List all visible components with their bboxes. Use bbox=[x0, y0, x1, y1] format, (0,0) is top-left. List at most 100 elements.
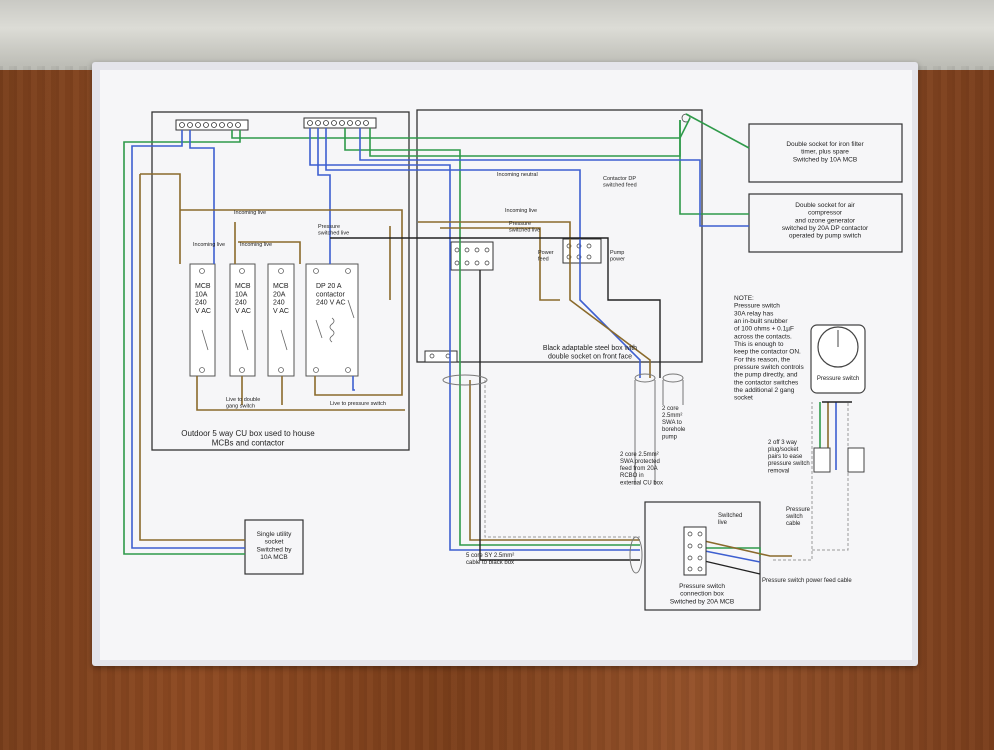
text-line: the additional 2 gang bbox=[734, 387, 795, 394]
plug-socket-pairs bbox=[813, 447, 865, 473]
earth-terminal-screws bbox=[307, 120, 369, 126]
text-line: 240 bbox=[235, 300, 247, 307]
text-line: V AC bbox=[273, 308, 289, 315]
text-line: Single utility bbox=[257, 531, 292, 538]
text-line: 10A MCB bbox=[260, 554, 287, 561]
cu-incoming-live-2: Incoming live bbox=[240, 242, 272, 248]
switched-live-wires bbox=[330, 237, 852, 575]
cable-outlines bbox=[484, 380, 849, 561]
cu-box-outline bbox=[151, 111, 410, 451]
text-line: removal bbox=[768, 468, 789, 474]
neutral-wires bbox=[131, 128, 837, 563]
live-wires bbox=[139, 173, 829, 557]
text-line: RCBO in bbox=[620, 473, 644, 479]
text-line: switched live bbox=[509, 227, 540, 233]
text-line: 2.5mm² bbox=[662, 413, 682, 419]
neutral-terminal-screws bbox=[179, 122, 241, 128]
text-line: switched by 20A DP contactor bbox=[782, 225, 869, 232]
steel-incoming-neutral: Incoming neutral bbox=[497, 172, 538, 178]
text-line: 10A bbox=[235, 291, 248, 298]
text-line: pressure switch bbox=[768, 461, 810, 467]
text-line: Live to double bbox=[226, 397, 260, 403]
text-line: pairs to ease bbox=[768, 454, 803, 460]
text-line: socket bbox=[265, 539, 284, 546]
single-socket-box bbox=[244, 519, 304, 575]
text-line: Switched bbox=[718, 513, 742, 519]
cu-incoming-live-top: Incoming live bbox=[234, 210, 266, 216]
text-line: 2 off 3 way bbox=[768, 440, 797, 446]
text-line: Pressure bbox=[786, 507, 811, 513]
text-line: an in-built snubber bbox=[734, 318, 788, 325]
text-line: 10A bbox=[195, 291, 208, 298]
earth-wires bbox=[123, 113, 821, 556]
wall-background bbox=[0, 0, 994, 70]
mcb-modules bbox=[189, 263, 359, 377]
text-line: live bbox=[718, 520, 728, 526]
cu-incoming-live-1: Incoming live bbox=[193, 242, 225, 248]
text-line: SWA to bbox=[662, 420, 682, 426]
text-line: switch bbox=[786, 514, 803, 520]
text-line: DP 20 A bbox=[316, 283, 342, 290]
text-line: Double socket for air bbox=[795, 202, 855, 209]
text-line: SWA protected bbox=[620, 459, 660, 465]
text-line: 30A relay has bbox=[734, 310, 774, 317]
text-line: 2 core bbox=[662, 406, 679, 412]
text-line: Pressure switch bbox=[679, 583, 725, 590]
text-line: the pump directly, and bbox=[734, 372, 798, 379]
steel-incoming-live: Incoming live bbox=[505, 208, 537, 214]
text-line: Double socket for iron filter bbox=[786, 141, 864, 148]
text-line: pump bbox=[662, 434, 678, 440]
text-line: socket bbox=[734, 395, 753, 402]
text-line: across the contacts. bbox=[734, 333, 792, 340]
text-line: switched feed bbox=[603, 182, 637, 188]
cable-glands bbox=[442, 373, 684, 574]
connection-box-terminals bbox=[683, 526, 707, 576]
mcb-switch-symbols bbox=[199, 268, 355, 373]
text-line: MCBs and contactor bbox=[212, 438, 285, 447]
text-line: Black adaptable steel box with bbox=[543, 345, 637, 352]
text-line: the contactor switches bbox=[734, 379, 799, 386]
text-line: cable to black box bbox=[466, 560, 514, 566]
text-line: Contactor DP bbox=[603, 176, 636, 182]
text-line: V AC bbox=[235, 308, 251, 315]
connection-box-screws bbox=[687, 531, 703, 572]
text-line: power bbox=[610, 256, 625, 262]
text-line: 240 bbox=[273, 300, 285, 307]
earth-terminal-strip bbox=[303, 117, 377, 129]
text-line: V AC bbox=[195, 308, 211, 315]
text-line: Pump bbox=[610, 250, 624, 256]
text-line: Power bbox=[538, 250, 554, 256]
text-line: MCB bbox=[235, 283, 251, 290]
text-line: external CU box bbox=[620, 480, 663, 486]
text-line: 2 core 2.5mm² bbox=[620, 452, 659, 458]
text-line: 240 V AC bbox=[316, 300, 346, 307]
text-line: plug/socket bbox=[768, 447, 799, 453]
text-line: 20A bbox=[273, 291, 286, 298]
text-line: double socket on front face bbox=[548, 353, 632, 360]
power-feed-cable-label: Pressure switch power feed cable bbox=[762, 578, 852, 584]
text-line: Pressure bbox=[509, 221, 531, 227]
text-line: Pressure switch bbox=[734, 303, 780, 310]
pressure-switch-label: Pressure switch bbox=[817, 376, 859, 382]
socket-air-box bbox=[748, 193, 903, 253]
text-line: cable bbox=[786, 521, 801, 527]
